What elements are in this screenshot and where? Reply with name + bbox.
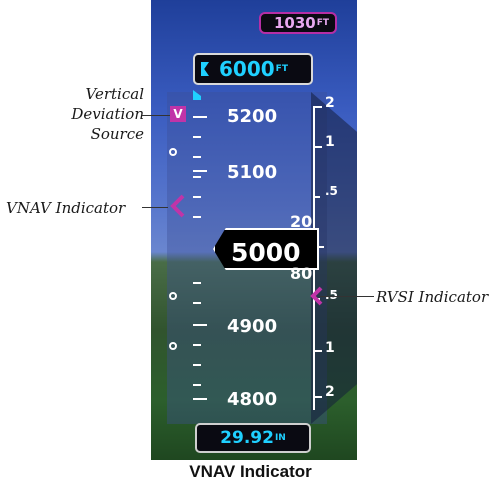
callout-line: Source	[90, 125, 144, 143]
vsi-tick	[314, 146, 322, 148]
altitude-bug-icon	[201, 62, 209, 76]
tape-minor-tick	[193, 216, 201, 218]
current-altitude-readout	[213, 228, 319, 270]
tape-minor-tick	[193, 364, 201, 366]
callout-line: Deviation	[71, 105, 144, 123]
tape-minor-tick	[193, 176, 201, 178]
vnav-chevron-icon	[170, 194, 185, 218]
deviation-dot	[169, 342, 177, 350]
deviation-dot	[169, 292, 177, 300]
selected-altitude-value: 1030	[273, 14, 316, 32]
tape-label: 4800	[227, 389, 278, 410]
tape-minor-tick	[193, 302, 201, 304]
vsi-label: .5	[325, 184, 338, 198]
leader-line	[142, 207, 168, 208]
vsi-label: 2	[325, 95, 335, 111]
altitude-roll-bottom: 80	[290, 264, 313, 283]
altitude-bug-marker	[193, 90, 201, 100]
tape-label: 4900	[227, 316, 278, 337]
vsi-tick	[314, 350, 322, 352]
rvsi-chevron-icon	[310, 286, 323, 306]
leader-line	[320, 296, 374, 297]
vertical-deviation-source-letter: V	[173, 107, 183, 121]
vsi-tick	[314, 106, 322, 108]
vertical-deviation-source-badge: V	[170, 106, 186, 122]
vsi-label: .5	[325, 288, 338, 302]
leader-line	[142, 115, 170, 116]
vsi-label: 2	[325, 384, 335, 400]
tape-major-tick	[193, 116, 207, 118]
callout-vnav-indicator: VNAV Indicator	[6, 199, 126, 217]
target-altitude-value: 6000	[219, 57, 275, 81]
tape-major-tick	[193, 170, 207, 172]
callout-vertical-deviation-source: Vertical Deviation Source	[58, 84, 144, 144]
vsi-tick	[314, 196, 320, 198]
barometric-setting-unit: IN	[274, 433, 286, 443]
callout-rvsi-indicator: RVSI Indicator	[376, 288, 489, 306]
tape-minor-tick	[193, 156, 201, 158]
figure-caption: VNAV Indicator	[189, 462, 312, 481]
tape-minor-tick	[193, 344, 201, 346]
vsi-label: 1	[325, 340, 335, 356]
tape-minor-tick	[193, 196, 201, 198]
tape-major-tick	[193, 398, 207, 400]
target-altitude-unit: FT	[275, 64, 288, 74]
tape-minor-tick	[193, 384, 201, 386]
tape-label: 5200	[227, 106, 278, 127]
tape-minor-tick	[193, 136, 201, 138]
altitude-roll-top: 20	[290, 212, 313, 231]
vsi-tick	[314, 396, 322, 398]
tape-minor-tick	[193, 282, 201, 284]
callout-line: Vertical	[85, 85, 144, 103]
barometric-setting-value: 29.92	[220, 428, 274, 448]
current-altitude-value: 5000	[231, 238, 301, 267]
vsi-label: 1	[325, 134, 335, 150]
selected-altitude-unit: FT	[316, 18, 329, 28]
deviation-dot	[169, 148, 177, 156]
tape-label: 5100	[227, 162, 278, 183]
vsi-tick	[314, 246, 324, 248]
tape-major-tick	[193, 324, 207, 326]
